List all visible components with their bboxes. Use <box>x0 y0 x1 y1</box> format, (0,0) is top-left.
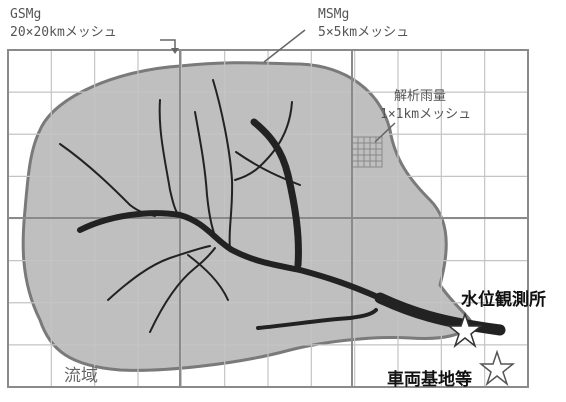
outline-star-icon <box>478 349 516 387</box>
north-tributary <box>212 79 234 249</box>
msm-callout-line <box>263 29 306 63</box>
center-tributary <box>194 111 219 243</box>
east-tributary-upper <box>250 118 302 269</box>
gsm-arrow-head <box>171 48 179 54</box>
lower-west-stream <box>187 254 229 301</box>
gsm-coarse-grid <box>7 49 529 388</box>
white-star-icon <box>446 311 484 349</box>
west-tributary <box>158 99 179 215</box>
gsm-name-label: GSMg <box>10 7 42 22</box>
main-river-lower <box>374 292 506 336</box>
analysis-mesh-label: 1×1kmメッシュ <box>380 107 472 122</box>
east-stream <box>235 151 301 186</box>
msm-name-label: MSMg <box>318 7 350 22</box>
southwest-tributary <box>107 245 211 301</box>
southeast-stream <box>256 308 378 330</box>
vehicle-base-label: 車両基地等 <box>387 370 472 390</box>
river-network <box>59 79 506 336</box>
northwest-tributary <box>59 143 156 217</box>
south-tributary <box>149 247 216 333</box>
gauge-station-label: 水位観測所 <box>461 290 546 310</box>
analysis-title-label: 解析雨量 <box>394 89 447 104</box>
callout-lines <box>160 29 396 143</box>
analysis-callout-line <box>374 122 396 143</box>
basin-label: 流域 <box>64 366 98 386</box>
msm-mesh-label: 5×5kmメッシュ <box>318 25 410 40</box>
gsm-mesh-label: 20×20kmメッシュ <box>10 25 117 40</box>
northeast-tributary <box>234 101 293 181</box>
